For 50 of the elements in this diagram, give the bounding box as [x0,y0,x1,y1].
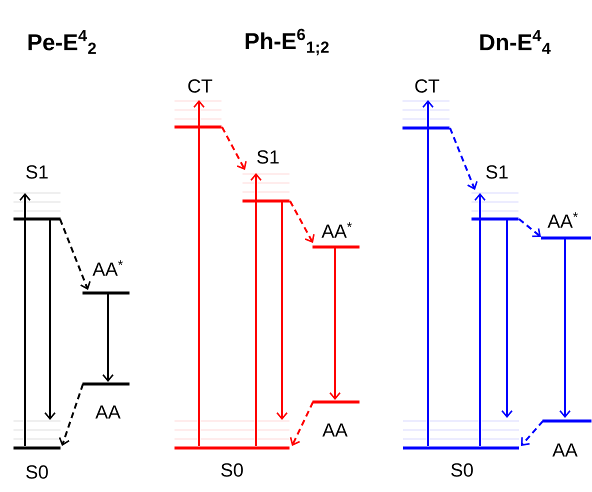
node-label: AA [95,405,121,419]
transition-arrow [19,193,31,446]
transfer-arrow [449,128,478,190]
node-label: S1 [257,150,279,164]
transition-arrow [559,238,571,418]
transfer-arrow [58,384,84,446]
node-label: AA$^{*}$ [548,212,578,228]
transfer-arrow [221,126,247,170]
node-label: AA [552,443,578,457]
transfer-arrow [289,200,315,243]
node-label: S0 [221,463,243,477]
panel-title: Ph-E$^{6}$1;2 [246,28,329,56]
energy-level: S1 [13,165,61,220]
transition-arrow [276,201,288,420]
transition-arrow [102,293,114,382]
energy-level: S0 [174,420,290,477]
transfer-arrow [290,402,314,446]
panel-title: Dn-E$^{4}$4 [480,30,551,54]
node-label: S0 [451,463,473,477]
transition-arrow [501,219,513,418]
transition-arrow [329,247,341,400]
node-label: AA [322,423,348,437]
energy-level: AA [542,420,592,457]
energy-level: AA$^{*}$ [312,222,360,248]
energy-level: CT [402,79,450,130]
transition-arrow [474,193,486,446]
node-label: AA$^{*}$ [322,222,352,238]
energy-level: AA$^{*}$ [82,260,130,294]
transfer-arrow [518,218,541,238]
transition-arrow [250,173,262,446]
energy-level: AA [312,400,360,437]
node-label: CT [415,79,440,93]
node-label: CT [188,79,212,93]
energy-level: S1 [242,150,290,202]
transfer-arrow [521,420,544,446]
energy-level: S1 [471,165,519,220]
energy-level: S0 [402,420,520,477]
transition-arrow [44,219,56,420]
energy-level: AA [82,382,130,419]
energy-level: AA$^{*}$ [541,212,591,240]
node-label: S1 [486,165,508,179]
panel-title: Pe-E$^{4}$2 [28,30,96,54]
transition-arrow [422,100,434,446]
energy-level: S0 [13,420,61,479]
node-label: AA$^{*}$ [92,260,123,276]
node-label: S0 [26,465,48,479]
transition-arrow [193,100,205,446]
node-label: S1 [26,165,48,179]
transfer-arrow [59,218,91,290]
energy-level: CT [174,79,222,128]
